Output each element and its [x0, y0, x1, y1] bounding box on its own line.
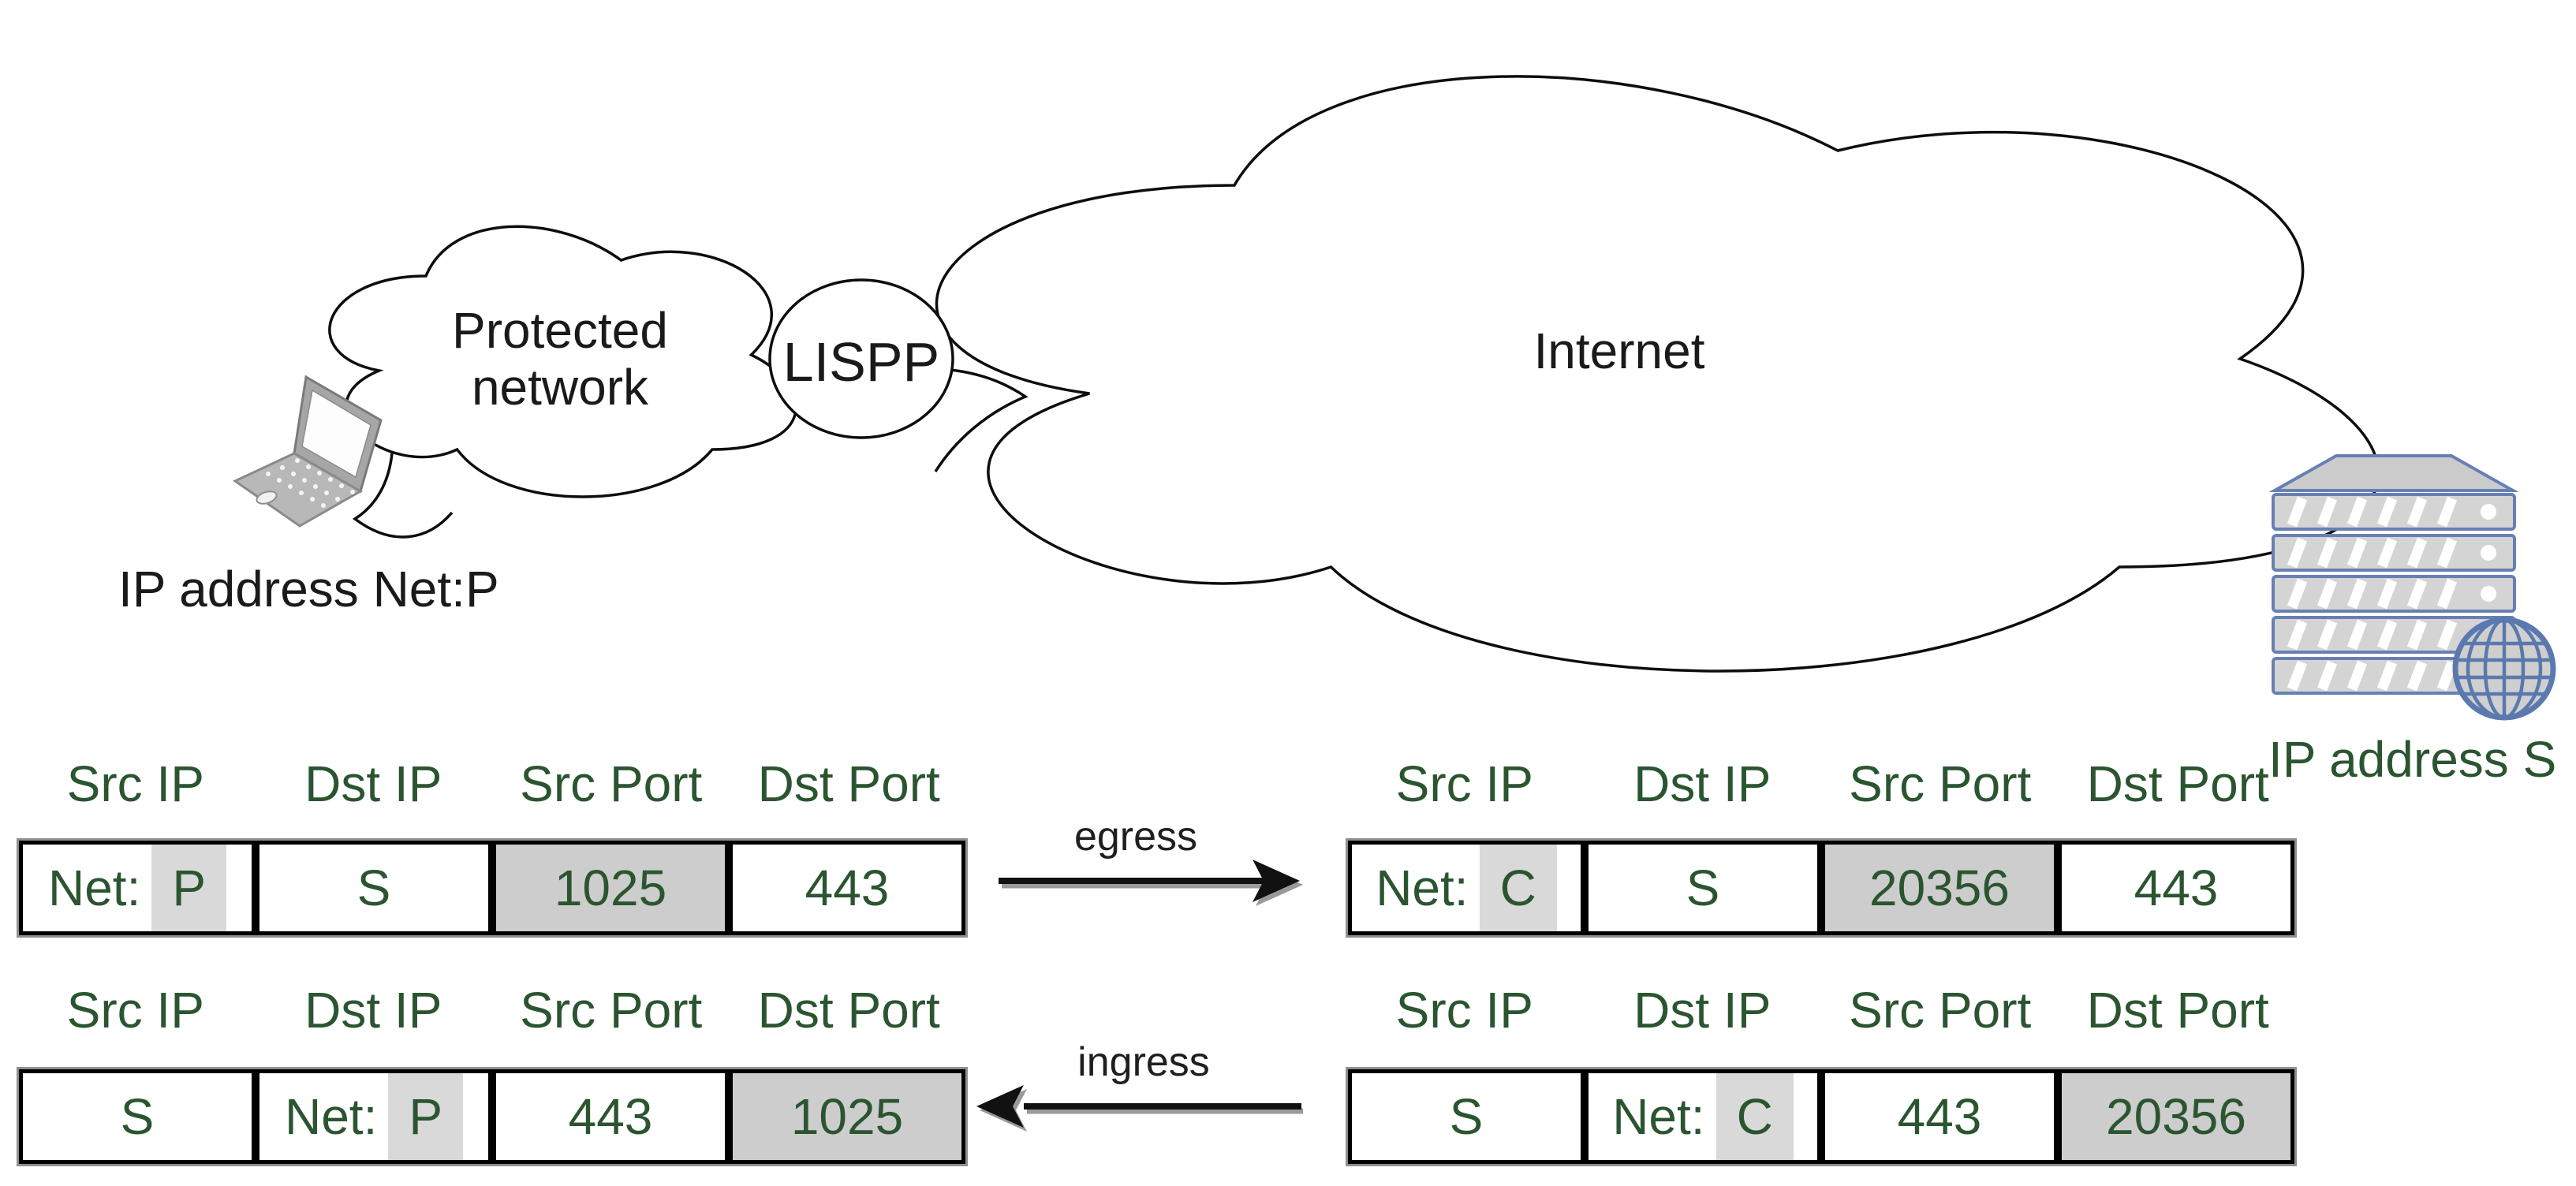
laptop-icon — [233, 375, 383, 528]
field-text: S — [357, 860, 391, 916]
column-header-src-ip: Src IP — [1395, 755, 1533, 812]
column-header-dst-port: Dst Port — [757, 982, 940, 1039]
field-text: S — [1449, 1088, 1484, 1145]
packet-field-src-ip: S — [1348, 1069, 1585, 1164]
packet-field-dst-ip: S — [256, 841, 492, 935]
field-highlight: P — [388, 1073, 464, 1160]
internet-cloud — [935, 75, 2380, 673]
packet-field-src-port: 20356 — [1821, 841, 2058, 935]
field-text: S — [1686, 860, 1720, 916]
field-highlight: C — [1715, 1073, 1794, 1160]
field-highlight: C — [1479, 845, 1557, 931]
packet-field-src-ip: S — [19, 1069, 256, 1164]
column-header-src-ip: Src IP — [66, 982, 204, 1039]
ingress-right-table-headers: Src IP Dst IP Src Port Dst Port — [1346, 982, 2297, 1039]
packet-field-src-ip: Net:P — [19, 841, 256, 935]
field-highlight: P — [151, 845, 227, 931]
ingress-left-table-headers: Src IP Dst IP Src Port Dst Port — [17, 982, 968, 1039]
field-text: Net: — [47, 860, 141, 916]
column-header-src-port: Src Port — [1849, 982, 2032, 1039]
lispp-bubble — [768, 278, 954, 439]
packet-field-src-ip: Net:C — [1348, 841, 1585, 935]
packet-field-dst-port: 1025 — [729, 1069, 965, 1164]
field-text: 443 — [2134, 860, 2219, 916]
egress-right-table-headers: Src IP Dst IP Src Port Dst Port — [1346, 755, 2297, 812]
server-ip-label: IP address S — [2268, 731, 2557, 788]
lispp-cloud-tail — [934, 367, 1029, 472]
column-header-dst-ip: Dst IP — [1633, 755, 1771, 812]
packet-field-src-port: 443 — [1821, 1069, 2058, 1164]
packet-field-dst-ip: S — [1585, 841, 1821, 935]
lispp-label: LISPP — [782, 331, 940, 393]
column-header-src-port: Src Port — [520, 755, 703, 812]
field-text: 443 — [568, 1088, 653, 1145]
ingress-right-packet-table: S Net:C 443 20356 — [1346, 1067, 2297, 1166]
field-text: 1025 — [790, 1088, 904, 1145]
packet-field-dst-port: 443 — [729, 841, 965, 935]
column-header-dst-ip: Dst IP — [304, 755, 442, 812]
ingress-arrow-label: ingress — [1077, 1039, 1210, 1085]
field-text: 20356 — [1869, 860, 2010, 916]
field-text: 20356 — [2106, 1088, 2246, 1145]
packet-field-src-port: 1025 — [492, 841, 729, 935]
packet-field-dst-ip: Net:P — [256, 1069, 492, 1164]
ingress-left-packet-table: S Net:P 443 1025 — [17, 1067, 968, 1166]
field-text: 443 — [805, 860, 890, 916]
field-text: S — [120, 1088, 155, 1145]
protected-network-label-line2: network — [471, 358, 649, 416]
protected-network-cloud — [328, 225, 798, 498]
column-header-dst-ip: Dst IP — [1633, 982, 1771, 1039]
egress-arrow — [999, 860, 1303, 906]
column-header-dst-ip: Dst IP — [304, 982, 442, 1039]
field-text: 1025 — [554, 860, 667, 916]
column-header-dst-port: Dst Port — [2086, 982, 2269, 1039]
column-header-src-port: Src Port — [1849, 755, 2032, 812]
packet-field-dst-ip: Net:C — [1585, 1069, 1821, 1164]
server-rack-icon — [2268, 454, 2556, 721]
client-ip-label: IP address Net:P — [118, 561, 499, 617]
column-header-src-port: Src Port — [520, 982, 703, 1039]
column-header-dst-port: Dst Port — [2086, 755, 2269, 812]
egress-right-packet-table: Net:C S 20356 443 — [1346, 838, 2297, 938]
protected-network-label-line1: Protected — [452, 302, 668, 359]
field-text: Net: — [1612, 1088, 1705, 1145]
protected-cloud-tail — [352, 453, 454, 539]
packet-field-dst-port: 443 — [2058, 841, 2294, 935]
column-header-src-ip: Src IP — [1395, 982, 1533, 1039]
ingress-arrow — [976, 1085, 1303, 1132]
packet-field-dst-port: 20356 — [2058, 1069, 2294, 1164]
internet-label: Internet — [1533, 323, 1705, 379]
field-text: Net: — [1376, 860, 1469, 916]
packet-field-src-port: 443 — [492, 1069, 729, 1164]
field-text: Net: — [284, 1088, 378, 1145]
egress-left-packet-table: Net:P S 1025 443 — [17, 838, 968, 938]
egress-left-table-headers: Src IP Dst IP Src Port Dst Port — [17, 755, 968, 812]
column-header-src-ip: Src IP — [66, 755, 204, 812]
column-header-dst-port: Dst Port — [757, 755, 940, 812]
protected-network-label: Protected network — [394, 302, 726, 416]
field-text: 443 — [1897, 1088, 1982, 1145]
globe-icon — [2452, 617, 2556, 721]
egress-arrow-label: egress — [1073, 814, 1198, 860]
